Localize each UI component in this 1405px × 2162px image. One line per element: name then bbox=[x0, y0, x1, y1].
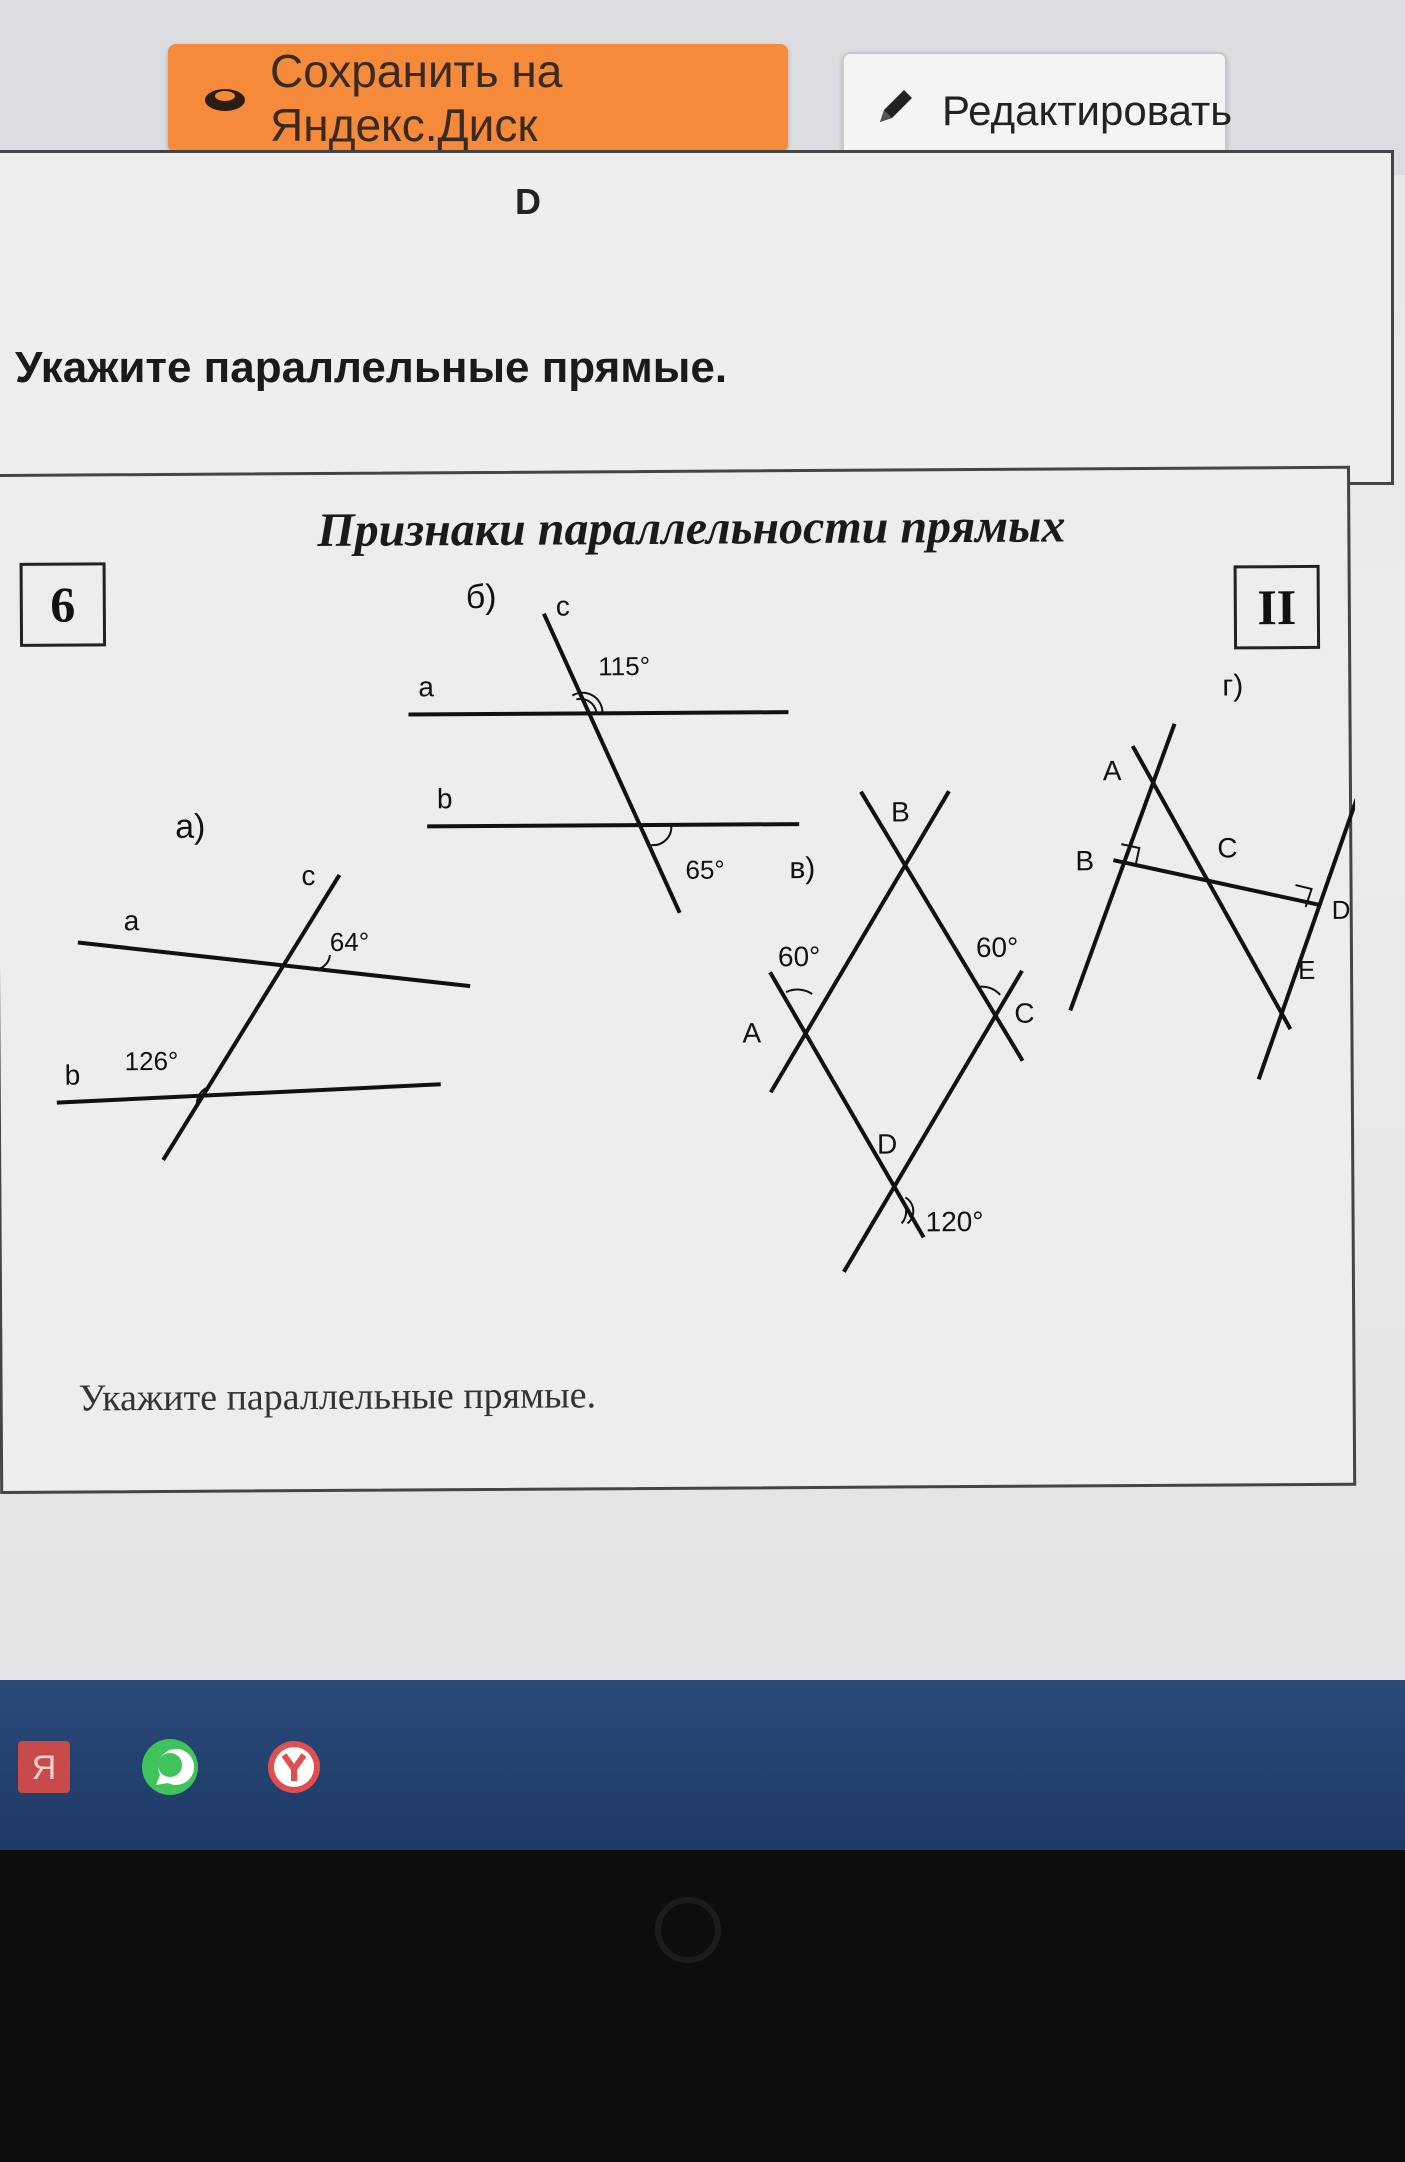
edit-button-label: Редактировать bbox=[942, 87, 1233, 134]
angle-label: 120° bbox=[925, 1206, 983, 1237]
right-angle-mark bbox=[1295, 884, 1313, 908]
perpendicular-line bbox=[1112, 858, 1321, 907]
angle-arc bbox=[977, 985, 1001, 996]
line-b bbox=[56, 1082, 441, 1105]
angle-label: 64° bbox=[330, 927, 370, 957]
point-A-label: A bbox=[742, 1017, 761, 1048]
point-C-label: C bbox=[1014, 998, 1034, 1029]
line-a bbox=[77, 940, 471, 989]
angle-arc bbox=[785, 988, 813, 995]
line-a-label: a bbox=[124, 905, 140, 936]
side-line bbox=[842, 969, 1024, 1273]
screen: Сохранить на Яндекс.Диск Редактировать D… bbox=[0, 0, 1405, 1850]
point-E-label: E bbox=[1298, 955, 1316, 985]
angle-label: 65° bbox=[685, 855, 725, 885]
line-c-label: c bbox=[556, 590, 570, 621]
side-line bbox=[768, 971, 926, 1239]
point-D-label: D bbox=[1332, 895, 1351, 925]
disk-icon bbox=[202, 71, 248, 125]
previous-task-question: Укажите параллельные прямые. bbox=[15, 343, 728, 392]
line-a bbox=[408, 710, 789, 717]
previous-task-card: D Укажите параллельные прямые. bbox=[0, 150, 1394, 485]
side-line bbox=[1068, 723, 1177, 1012]
svg-text:Я: Я bbox=[32, 1749, 57, 1787]
figure-b: б) c a b 115° 65° bbox=[408, 578, 800, 914]
angle-arc bbox=[651, 824, 673, 847]
hp-logo-icon bbox=[655, 1897, 721, 1963]
yandex-icon[interactable]: Я bbox=[12, 1735, 76, 1799]
angle-arc bbox=[195, 1086, 208, 1104]
save-button-label: Сохранить на Яндекс.Диск bbox=[270, 45, 563, 151]
line-b-label: b bbox=[65, 1059, 81, 1090]
save-to-yandex-disk-button[interactable]: Сохранить на Яндекс.Диск bbox=[168, 44, 788, 152]
pencil-icon bbox=[874, 84, 918, 138]
line-c-label: c bbox=[301, 860, 315, 891]
side-line bbox=[1256, 757, 1359, 1080]
line-a-label: a bbox=[418, 671, 434, 702]
angle-arc bbox=[576, 697, 598, 714]
angle-arc bbox=[309, 954, 331, 971]
angle-label: 115° bbox=[598, 651, 650, 681]
taskbar bbox=[0, 1680, 1405, 1850]
monitor-bezel bbox=[0, 1850, 1405, 2162]
angle-label: 126° bbox=[124, 1046, 178, 1076]
angle-arc bbox=[904, 1196, 915, 1225]
yandex-browser-icon[interactable] bbox=[262, 1735, 326, 1799]
whatsapp-icon[interactable] bbox=[138, 1735, 202, 1799]
right-angle-mark bbox=[1121, 843, 1141, 867]
side-line bbox=[769, 790, 951, 1094]
angle-arc bbox=[898, 1196, 908, 1225]
previous-figure-letter: D bbox=[515, 181, 541, 222]
angle-label: 60° bbox=[976, 932, 1019, 963]
side-line bbox=[859, 790, 1025, 1062]
point-B-label: B bbox=[891, 796, 910, 827]
figure-v-label: в) bbox=[789, 852, 815, 885]
point-C-label: C bbox=[1217, 832, 1237, 863]
task-question: Укажите параллельные прямые. bbox=[78, 1374, 597, 1420]
figure-g: г) A B C D E bbox=[1068, 669, 1359, 1080]
figure-a-label: а) bbox=[175, 808, 205, 846]
point-A-label: A bbox=[1103, 755, 1122, 786]
figure-g-label: г) bbox=[1222, 669, 1243, 702]
side-line bbox=[1130, 745, 1293, 1031]
line-c bbox=[542, 612, 682, 914]
figure-v: в) B A C D 60° 60° 120° bbox=[742, 790, 1035, 1273]
line-b-label: b bbox=[437, 783, 453, 814]
line-b bbox=[427, 822, 800, 829]
figure-a: а) a b c 64° 126° bbox=[56, 808, 471, 1162]
point-B-label: B bbox=[1075, 845, 1094, 876]
geometry-figures: а) a b c 64° 126° б) c bbox=[56, 578, 1359, 1273]
figure-b-label: б) bbox=[466, 578, 497, 616]
point-D-label: D bbox=[877, 1128, 897, 1159]
angle-arc bbox=[571, 691, 604, 714]
task-card: Признаки параллельности прямых 6 II а) a… bbox=[0, 465, 1359, 1494]
toolbar: Сохранить на Яндекс.Диск Редактировать bbox=[0, 0, 1405, 175]
angle-label: 60° bbox=[778, 941, 821, 972]
line-c bbox=[161, 873, 342, 1162]
